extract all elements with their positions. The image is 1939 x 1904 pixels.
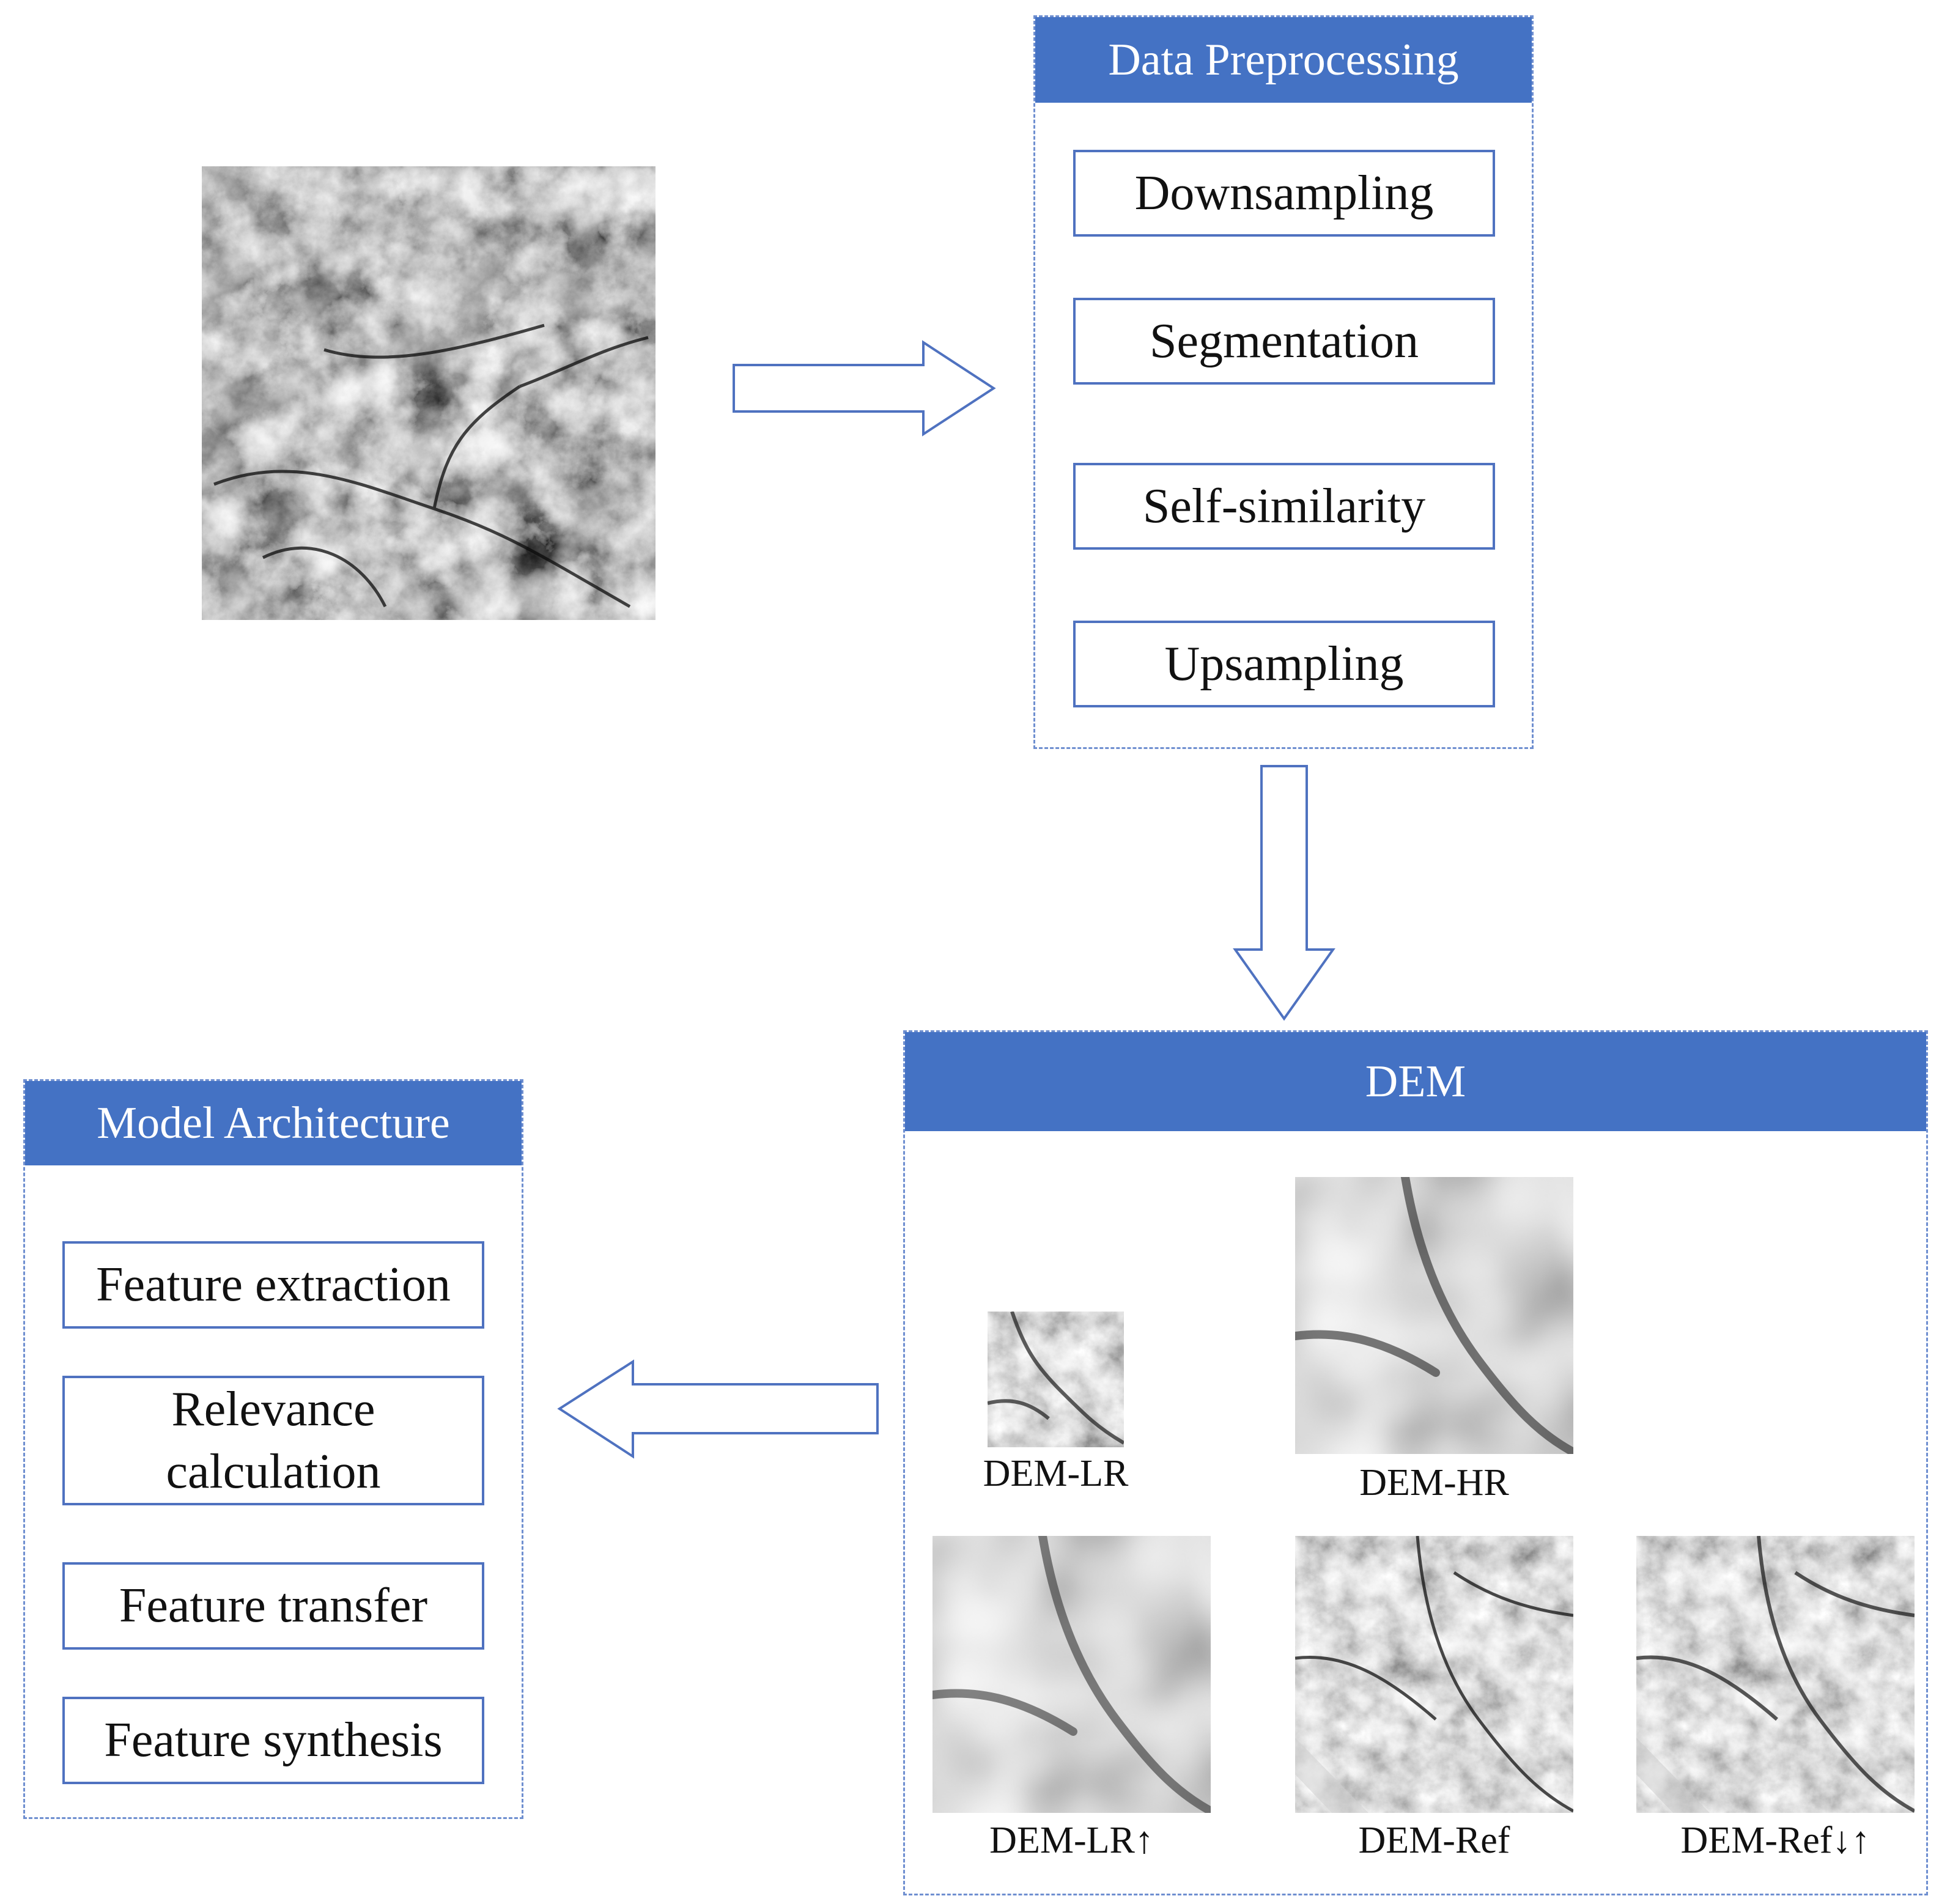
step-feature-transfer-label: Feature transfer — [119, 1579, 428, 1633]
step-self-similarity-label: Self-similarity — [1142, 479, 1426, 533]
step-relevance-calculation: Relevance calculation — [62, 1376, 484, 1505]
step-self-similarity: Self-similarity — [1073, 463, 1495, 550]
model-architecture-title: Model Architecture — [97, 1098, 450, 1148]
data-preprocessing-header: Data Preprocessing — [1035, 17, 1532, 103]
source-dem-image — [202, 166, 656, 620]
step-upsampling: Upsampling — [1073, 621, 1495, 707]
step-downsampling-label: Downsampling — [1134, 166, 1434, 220]
model-architecture-header: Model Architecture — [25, 1081, 522, 1165]
dem-lr-upsampled-image — [933, 1536, 1211, 1813]
dem-hr-image — [1295, 1177, 1573, 1454]
dem-hr-label: DEM-HR — [1359, 1462, 1509, 1504]
dem-lr-upsampled-label: DEM-LR↑ — [989, 1820, 1154, 1861]
dem-ref-image — [1295, 1536, 1573, 1813]
dem-header: DEM — [905, 1032, 1926, 1131]
dem-lr-label: DEM-LR — [983, 1453, 1129, 1494]
step-segmentation: Segmentation — [1073, 298, 1495, 385]
step-relevance-calculation-label: Relevance calculation — [166, 1382, 381, 1499]
arrow-down-to-dem — [1233, 765, 1335, 1021]
data-preprocessing-title: Data Preprocessing — [1108, 35, 1459, 85]
dem-ref-down-up-label: DEM-Ref↓↑ — [1680, 1820, 1871, 1861]
step-feature-synthesis-label: Feature synthesis — [104, 1713, 443, 1768]
arrow-left-to-model — [557, 1359, 879, 1459]
step-segmentation-label: Segmentation — [1150, 314, 1419, 368]
dem-title: DEM — [1365, 1057, 1466, 1107]
step-feature-extraction: Feature extraction — [62, 1241, 484, 1329]
step-feature-synthesis: Feature synthesis — [62, 1697, 484, 1784]
dem-ref-down-up-image — [1636, 1536, 1915, 1813]
step-feature-extraction-label: Feature extraction — [96, 1258, 451, 1312]
step-upsampling-label: Upsampling — [1164, 637, 1404, 691]
step-downsampling: Downsampling — [1073, 150, 1495, 237]
step-feature-transfer: Feature transfer — [62, 1562, 484, 1650]
arrow-right-to-preprocessing — [733, 340, 996, 437]
dem-ref-label: DEM-Ref — [1358, 1820, 1510, 1861]
dem-lr-image — [988, 1312, 1124, 1447]
